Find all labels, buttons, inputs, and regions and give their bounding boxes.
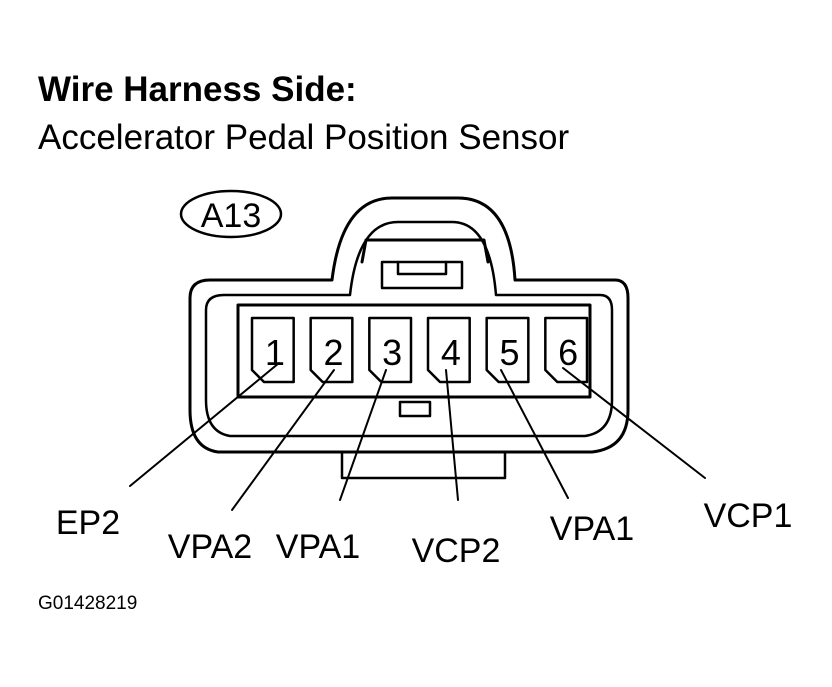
pin-cavities: [250, 316, 589, 384]
pin-number-2: 2: [323, 332, 343, 373]
connector-id-label: A13: [201, 197, 262, 235]
pin-leader-4: [445, 369, 459, 501]
connector-id-oval: [179, 189, 283, 239]
connector-bottom-tab: [340, 450, 507, 480]
connector-latch: [360, 238, 490, 264]
pin-cavity-3: [368, 316, 413, 384]
connector-latch-inner: [380, 260, 464, 290]
connector-outer-outline: [188, 196, 630, 454]
pin-leader-2: [231, 369, 335, 511]
pin-label-5: VPA1: [550, 510, 634, 548]
connector-inner-outline: [204, 220, 614, 438]
pin-label-6: VCP1: [704, 497, 793, 535]
pin-leader-5: [500, 369, 569, 499]
pin-label-2: VPA2: [168, 528, 252, 566]
pin-cavity-6: [544, 316, 589, 384]
diagram-subtitle: Accelerator Pedal Position Sensor: [38, 118, 570, 157]
pin-number-5: 5: [499, 332, 519, 373]
pin-number-3: 3: [382, 332, 402, 373]
pin-leader-lines: [129, 362, 706, 511]
connector-key-notch: [398, 400, 432, 418]
connector-latch-clip: [396, 260, 448, 276]
pin-leader-6: [562, 367, 706, 479]
pin-leader-1: [129, 362, 280, 487]
pin-label-1: EP2: [56, 504, 120, 542]
figure-id: G01428219: [38, 593, 138, 614]
pin-cavity-5: [485, 316, 530, 384]
pin-label-4: VCP2: [412, 532, 501, 570]
pin-label-3: VPA1: [276, 528, 360, 566]
diagram-title: Wire Harness Side:: [38, 70, 357, 109]
pin-cavity-1: [250, 316, 295, 384]
pin-number-6: 6: [558, 332, 578, 373]
pin-leader-3: [339, 369, 387, 501]
pin-cavity-4: [426, 316, 471, 384]
pin-cavity-block: [236, 303, 592, 399]
pin-cavity-2: [309, 316, 354, 384]
pin-number-1: 1: [265, 332, 285, 373]
pin-number-4: 4: [441, 332, 461, 373]
